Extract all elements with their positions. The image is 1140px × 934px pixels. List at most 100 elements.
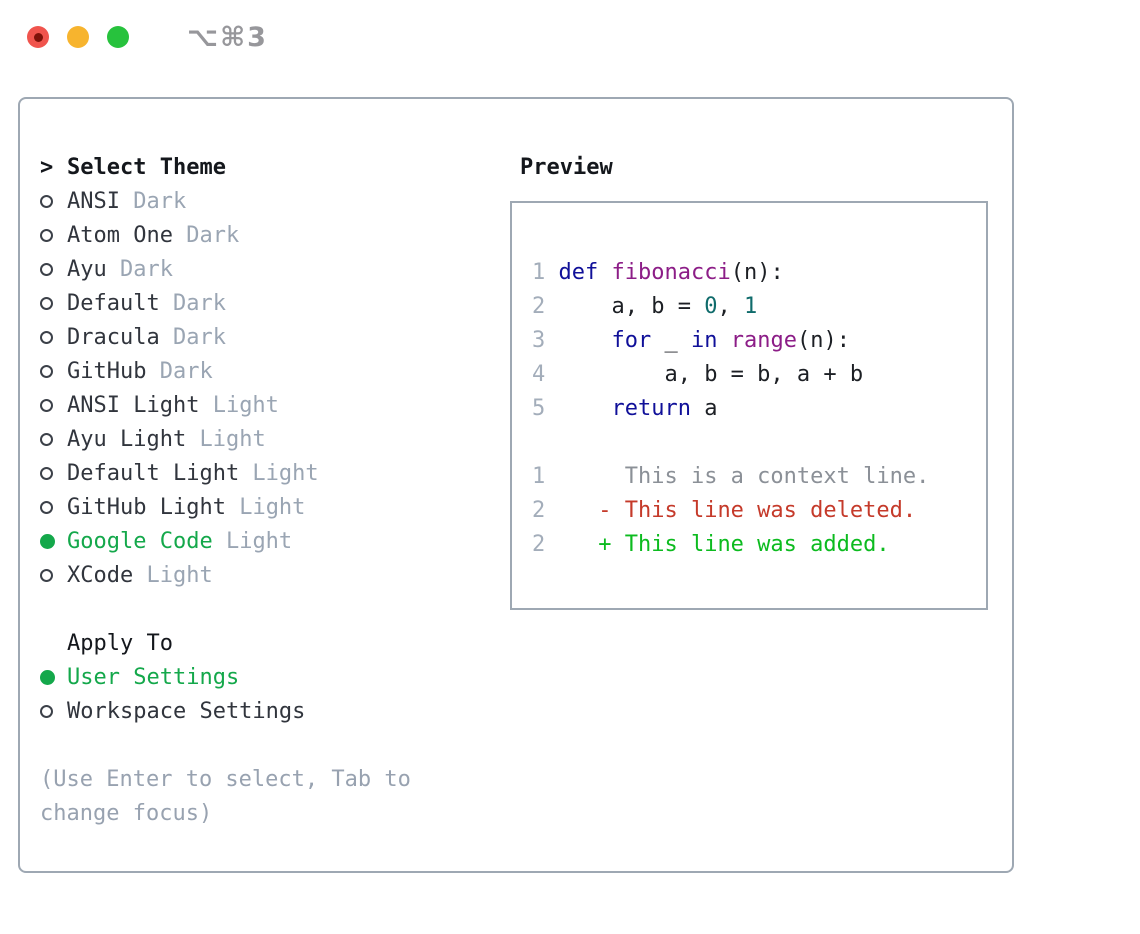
- marker-cell: [40, 330, 67, 344]
- theme-variant-tag: Light: [225, 494, 306, 520]
- theme-name: Atom One: [67, 222, 173, 248]
- code-token: a, b = b, a + b: [558, 361, 864, 387]
- preview-title: Preview: [520, 154, 613, 180]
- theme-option-github-light-light[interactable]: GitHub Light Light: [40, 490, 500, 524]
- theme-option-ayu-light-light[interactable]: Ayu Light Light: [40, 422, 500, 456]
- theme-name: Ayu Light: [67, 426, 187, 452]
- code-token: return: [611, 395, 691, 421]
- line-number: 2: [532, 293, 546, 319]
- theme-variant-tag: Light: [186, 426, 266, 452]
- marker-cell: [40, 432, 67, 446]
- maximize-button[interactable]: [107, 26, 129, 48]
- radio-unselected-icon: [40, 262, 53, 276]
- apply-option-label: Workspace Settings: [67, 698, 306, 724]
- line-number: 2: [532, 531, 546, 557]
- code-line: 2 a, b = 0, 1: [532, 289, 986, 323]
- theme-option-google-code-light[interactable]: Google Code Light: [40, 524, 500, 558]
- diff-text: + This line was added.: [598, 531, 890, 557]
- radio-unselected-icon: [40, 500, 53, 514]
- theme-variant-tag: Dark: [159, 324, 226, 350]
- code-token: [717, 328, 730, 353]
- code-line: 4 a, b = b, a + b: [532, 357, 986, 391]
- theme-name: Dracula: [67, 324, 160, 350]
- spacer-row: [40, 728, 500, 762]
- spacer-row: [40, 592, 500, 626]
- radio-unselected-icon: [40, 364, 53, 378]
- theme-name: Google Code: [67, 528, 213, 554]
- apply-to-title: Apply To: [67, 630, 173, 656]
- radio-unselected-icon: [40, 228, 53, 242]
- theme-option-xcode-light[interactable]: XCode Light: [40, 558, 500, 592]
- apply-option-label: User Settings: [67, 664, 240, 690]
- code-token: a: [690, 395, 718, 421]
- line-number: 1: [532, 259, 546, 285]
- line-number: 3: [532, 327, 546, 353]
- select-theme-header-row: > Select Theme: [40, 150, 500, 184]
- marker-cell: [40, 228, 67, 242]
- theme-name: ANSI: [67, 188, 120, 214]
- code-token: [559, 396, 612, 421]
- theme-option-ayu-dark[interactable]: Ayu Dark: [40, 252, 500, 286]
- theme-variant-tag: Dark: [159, 290, 226, 316]
- theme-option-default-light-light[interactable]: Default Light Light: [40, 456, 500, 490]
- marker-cell: [40, 466, 67, 480]
- line-number: 1: [532, 463, 546, 489]
- code-line: 3 for _ in range(n):: [532, 323, 986, 357]
- code-token: 1: [743, 293, 758, 319]
- preview-column: Preview 1 def fibonacci(n):2 a, b = 0, 1…: [510, 150, 988, 610]
- marker-cell: [40, 533, 67, 549]
- code-token: [598, 260, 611, 285]
- help-text-line-1: (Use Enter to select, Tab to: [40, 766, 411, 792]
- marker-cell: [40, 568, 67, 582]
- titlebar: ⌥⌘3: [0, 0, 268, 74]
- radio-unselected-icon: [40, 398, 53, 412]
- radio-unselected-icon: [40, 194, 53, 208]
- spacer-line: [532, 425, 986, 459]
- theme-variant-tag: Light: [239, 460, 319, 486]
- theme-variant-tag: Light: [199, 392, 279, 418]
- code-token: 0: [704, 293, 718, 319]
- diff-text: - This line was deleted.: [598, 497, 917, 523]
- code-token: for: [611, 327, 652, 353]
- marker-cell: [40, 262, 67, 276]
- diff-preview: 1 This is a context line. 2 - This line w…: [532, 459, 986, 561]
- diff-line-added: 2 + This line was added.: [532, 527, 986, 561]
- radio-unselected-icon: [40, 330, 53, 344]
- marker-cell: [40, 704, 67, 718]
- theme-option-github-dark[interactable]: GitHub Dark: [40, 354, 500, 388]
- theme-option-ansi-light-light[interactable]: ANSI Light Light: [40, 388, 500, 422]
- prompt-caret-icon: >: [40, 154, 54, 180]
- marker-cell: [40, 194, 67, 208]
- code-line: 5 return a: [532, 391, 986, 425]
- theme-option-default-dark[interactable]: Default Dark: [40, 286, 500, 320]
- minimize-button[interactable]: [67, 26, 89, 48]
- theme-variant-tag: Dark: [106, 256, 173, 282]
- theme-option-dracula-dark[interactable]: Dracula Dark: [40, 320, 500, 354]
- theme-name: Default: [67, 290, 160, 316]
- select-theme-title: Select Theme: [67, 154, 226, 180]
- code-token: _: [651, 327, 691, 353]
- diff-line-deleted: 2 - This line was deleted.: [532, 493, 986, 527]
- code-token: (n):: [796, 327, 850, 353]
- theme-variant-tag: Dark: [119, 188, 187, 214]
- diff-text: This is a context line.: [598, 463, 930, 489]
- apply-option-workspace-settings[interactable]: Workspace Settings: [40, 694, 500, 728]
- code-token: [559, 328, 612, 353]
- close-button[interactable]: [27, 26, 49, 48]
- radio-unselected-icon: [40, 432, 53, 446]
- marker-cell: [40, 296, 67, 310]
- theme-variant-tag: Dark: [146, 358, 213, 384]
- theme-name: ANSI Light: [67, 392, 200, 418]
- code-token: fibonacci: [611, 259, 731, 285]
- line-number: 5: [532, 395, 546, 421]
- apply-to-header-row: Apply To: [40, 626, 500, 660]
- close-dot-icon: [33, 32, 43, 42]
- theme-option-atom-one-dark[interactable]: Atom One Dark: [40, 218, 500, 252]
- apply-option-user-settings[interactable]: User Settings: [40, 660, 500, 694]
- theme-option-ansi-dark[interactable]: ANSI Dark: [40, 184, 500, 218]
